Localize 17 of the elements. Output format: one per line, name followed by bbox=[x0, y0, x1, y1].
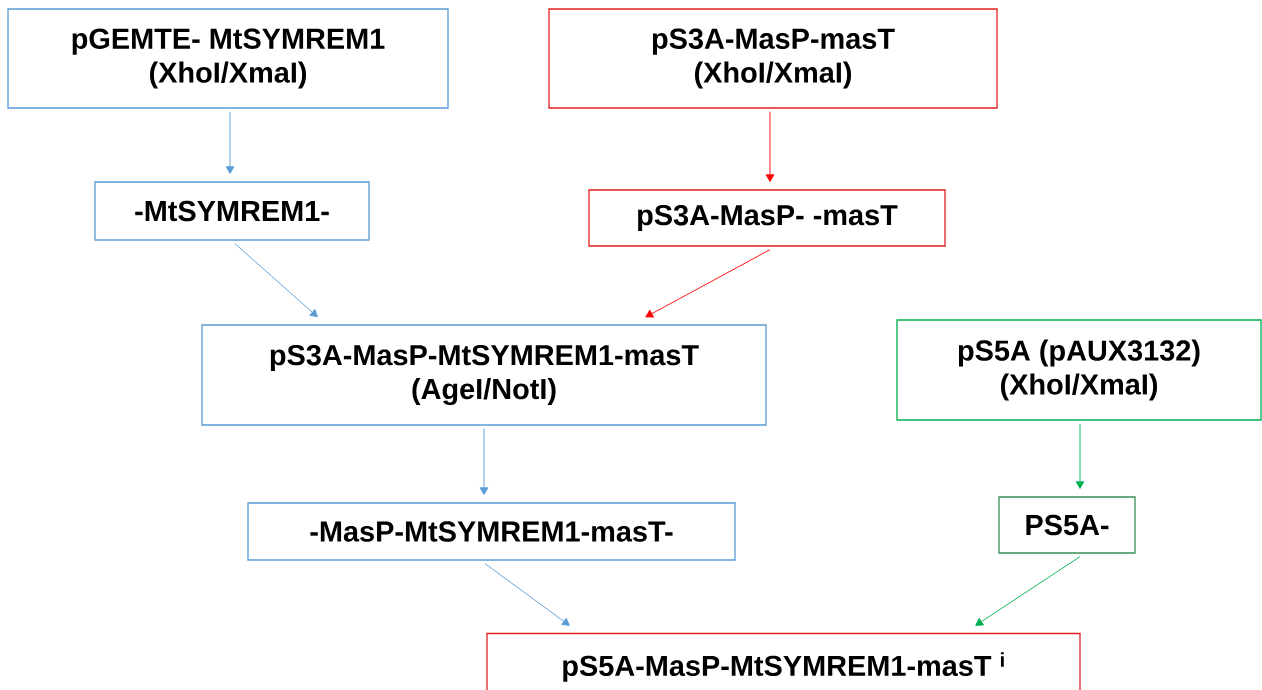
process-box: -MasP-MtSYMREM1-masT- bbox=[247, 502, 736, 561]
arrow bbox=[765, 111, 775, 182]
process-box: pGEMTE- MtSYMREM1 (XhoI/XmaI) bbox=[7, 8, 449, 109]
arrow bbox=[975, 556, 1081, 626]
arrow bbox=[645, 249, 771, 318]
arrow bbox=[479, 428, 489, 495]
process-box: pS5A-MasP-MtSYMREM1-masT $^{i}$ bbox=[486, 632, 1081, 690]
process-box: pS5A (pAUX3132) (XhoI/XmaI) bbox=[896, 319, 1262, 421]
arrow bbox=[484, 563, 570, 626]
arrow bbox=[234, 243, 318, 318]
process-box: pS3A-MasP-masT (XhoI/XmaI) bbox=[548, 8, 998, 109]
process-box: PS5A- bbox=[998, 496, 1136, 554]
process-box: pS3A-MasP-MtSYMREM1-masT (AgeI/NotI) bbox=[201, 324, 767, 426]
arrow bbox=[1075, 423, 1085, 489]
arrow bbox=[225, 111, 235, 174]
process-box: pS3A-MasP- -masT bbox=[588, 189, 946, 247]
process-box: -MtSYMREM1- bbox=[94, 181, 370, 241]
